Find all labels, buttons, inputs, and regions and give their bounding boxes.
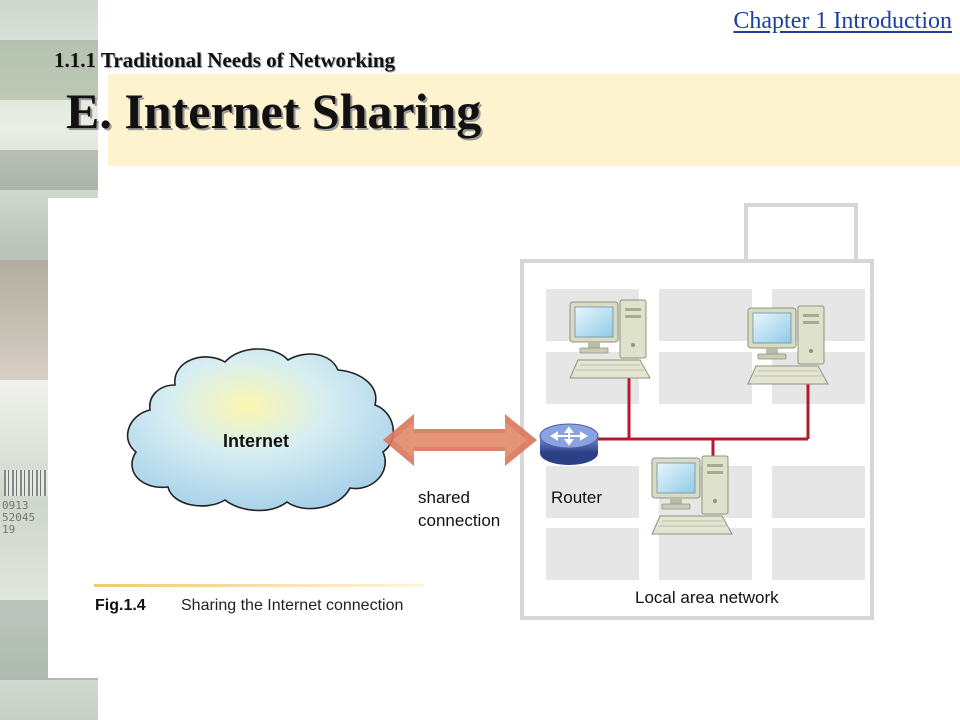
chapter-link[interactable]: Chapter 1 Introduction — [733, 8, 952, 34]
lan-label: Local area network — [635, 588, 779, 607]
computer-icon — [569, 299, 651, 379]
computer-icon — [747, 305, 829, 385]
lan-building — [520, 203, 874, 620]
figure-number: Fig.1.4 — [95, 597, 146, 614]
shared-connection-label-line2: connection — [418, 511, 500, 530]
strip-number-2: 52045 — [2, 511, 36, 524]
computer-icon — [651, 455, 733, 535]
strip-number-1: 0913 — [2, 499, 29, 512]
room — [772, 528, 865, 580]
figure-caption: Sharing the Internet connection — [181, 597, 403, 614]
room — [659, 528, 752, 580]
router-label: Router — [551, 488, 602, 507]
shared-connection-label-line1: shared — [418, 488, 470, 507]
section-heading: 1.1.1 Traditional Needs of Networking — [54, 48, 396, 72]
room — [659, 352, 752, 404]
decorative-band — [0, 40, 98, 100]
caption-rule — [94, 584, 424, 587]
decorative-band — [0, 150, 98, 190]
strip-numbers: 0913 52045 19 — [2, 500, 35, 536]
title-band — [108, 74, 960, 166]
room — [546, 528, 639, 580]
building-roof-box — [744, 203, 858, 263]
strip-number-3: 19 — [2, 523, 16, 536]
room — [546, 466, 639, 518]
shared-connection-arrow — [383, 414, 537, 466]
room — [772, 466, 865, 518]
router-icon — [539, 423, 599, 465]
page-title: E. Internet Sharing — [66, 83, 482, 139]
room — [659, 289, 752, 341]
internet-cloud-icon — [126, 348, 395, 512]
barcode-graphic — [4, 470, 48, 496]
internet-label: Internet — [223, 431, 289, 451]
